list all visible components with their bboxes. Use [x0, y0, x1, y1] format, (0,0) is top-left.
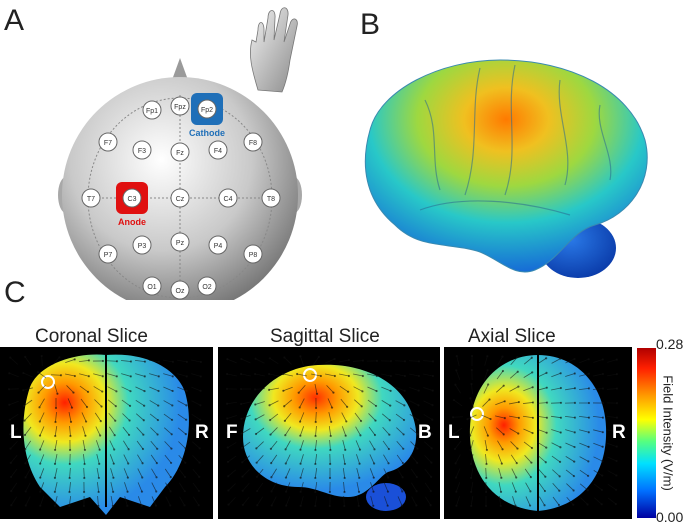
electrode-p7: P7: [99, 245, 117, 263]
sagittal-front-label: F: [226, 422, 238, 444]
cathode-label: Cathode: [189, 128, 225, 138]
svg-text:T8: T8: [267, 196, 275, 203]
electrode-p3: P3: [133, 236, 151, 254]
electrode-oz: Oz: [171, 281, 189, 299]
electrode-t7: T7: [82, 189, 100, 207]
axial-slice-title: Axial Slice: [468, 326, 556, 348]
axial-right-label: R: [612, 422, 626, 444]
electrode-fp1: Fp1: [143, 101, 161, 119]
svg-text:C3: C3: [128, 196, 137, 203]
svg-text:Fz: Fz: [176, 150, 184, 157]
svg-text:F3: F3: [138, 148, 146, 155]
coronal-right-label: R: [195, 422, 209, 444]
svg-text:F8: F8: [249, 140, 257, 147]
svg-text:Pz: Pz: [176, 240, 185, 247]
axial-slice-image: L R: [444, 347, 632, 519]
electrode-t8: T8: [262, 189, 280, 207]
svg-text:Fp2: Fp2: [201, 107, 213, 114]
svg-text:Fp1: Fp1: [146, 108, 158, 115]
coronal-slice-title: Coronal Slice: [35, 326, 148, 348]
svg-text:P4: P4: [214, 243, 223, 250]
axial-left-label: L: [448, 422, 460, 444]
coronal-left-label: L: [10, 422, 22, 444]
coronal-slice-image: L R: [0, 347, 213, 519]
anode-label: Anode: [118, 217, 146, 227]
svg-text:Oz: Oz: [176, 288, 185, 295]
svg-text:Cz: Cz: [176, 196, 185, 203]
colorbar-max-label: 0.28: [656, 336, 683, 352]
svg-text:O2: O2: [202, 284, 211, 291]
colorbar-title: Field Intensity (V/m): [661, 375, 676, 491]
electrode-pz: Pz: [171, 233, 189, 251]
electrode-f7: F7: [99, 133, 117, 151]
electrode-f3: F3: [133, 141, 151, 159]
electrode-c3: C3: [123, 189, 141, 207]
svg-text:O1: O1: [147, 284, 156, 291]
electrode-p4: P4: [209, 236, 227, 254]
svg-text:P3: P3: [138, 243, 147, 250]
electrode-o2: O2: [198, 277, 216, 295]
svg-text:T7: T7: [87, 196, 95, 203]
electrode-f4: F4: [209, 141, 227, 159]
hand-icon: [250, 8, 297, 92]
electrode-f8: F8: [244, 133, 262, 151]
colorbar: [637, 348, 656, 518]
svg-text:P8: P8: [249, 252, 258, 259]
sagittal-slice-title: Sagittal Slice: [270, 326, 380, 348]
svg-text:F7: F7: [104, 140, 112, 147]
sagittal-slice-image: F B: [218, 347, 440, 519]
electrode-cz: Cz: [171, 189, 189, 207]
electrode-fpz: Fpz: [171, 97, 189, 115]
electrode-c4: C4: [219, 189, 237, 207]
sagittal-back-label: B: [418, 422, 432, 444]
svg-text:C4: C4: [224, 196, 233, 203]
electrode-fz: Fz: [171, 143, 189, 161]
svg-text:Fpz: Fpz: [174, 104, 186, 111]
svg-text:F4: F4: [214, 148, 222, 155]
electrode-p8: P8: [244, 245, 262, 263]
nose-shape: [172, 58, 188, 80]
svg-text:P7: P7: [104, 252, 113, 259]
electrode-fp2: Fp2: [198, 100, 216, 118]
brain-field-render: [330, 20, 670, 295]
eeg-head-diagram: Cathode Anode Fp1 Fpz Fp2 F7 F3 Fz F4 F8…: [0, 0, 330, 300]
electrode-o1: O1: [143, 277, 161, 295]
